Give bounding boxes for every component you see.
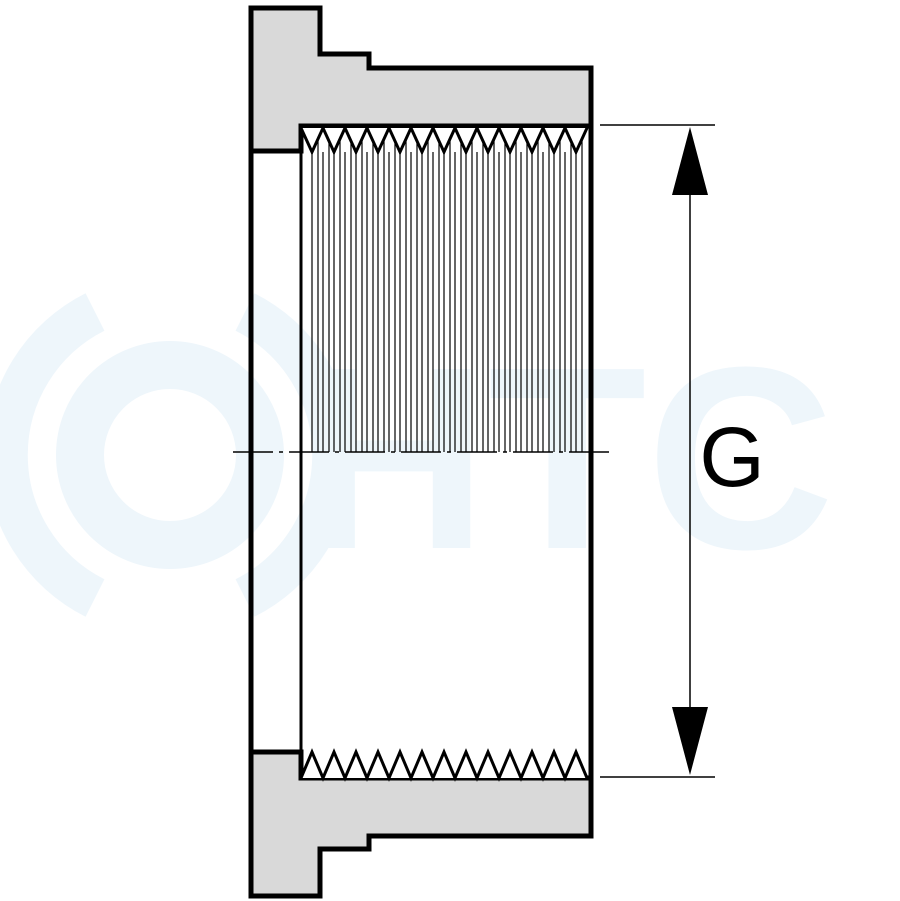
arrow-up-icon xyxy=(672,127,708,195)
lower-section-profile xyxy=(248,749,594,899)
thread-hatching xyxy=(311,140,583,452)
arrow-down-icon xyxy=(672,707,708,775)
watermark-ring-icon xyxy=(0,293,355,617)
dimension-label: G xyxy=(699,410,764,504)
watermark-logo: НТС xyxy=(0,293,834,617)
upper-thread-teeth xyxy=(299,124,589,156)
dimension-g: G xyxy=(600,124,765,778)
lower-thread-teeth xyxy=(299,748,589,782)
